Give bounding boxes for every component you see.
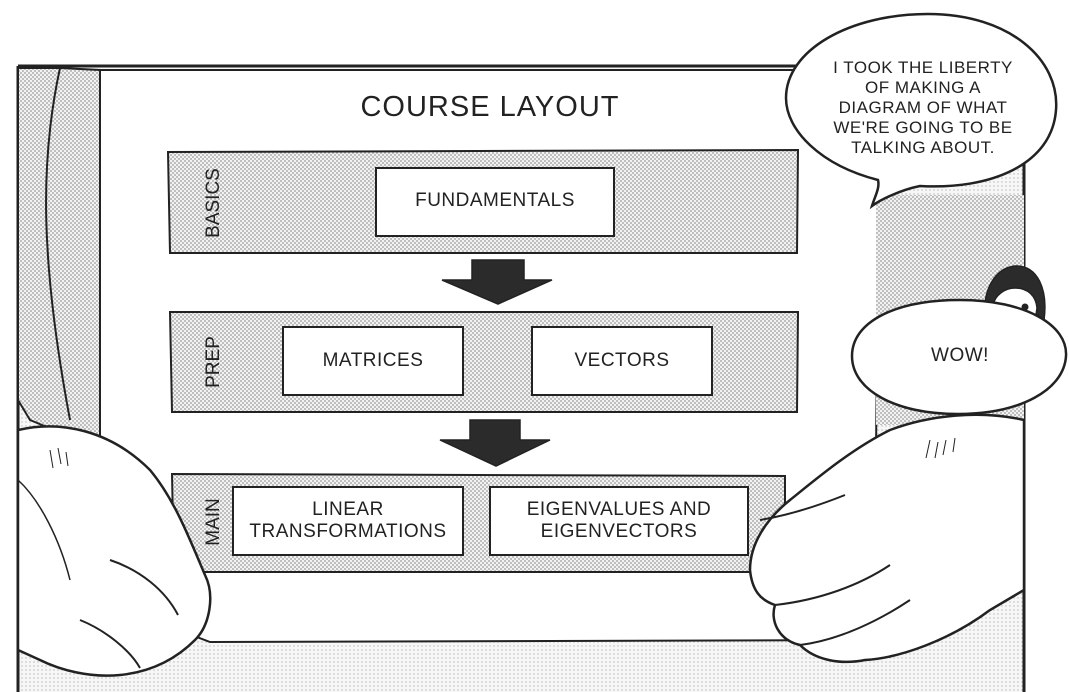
speech-bubble-2	[850, 298, 1068, 416]
box-label-matrices: MATRICES	[322, 350, 424, 371]
right-hand	[748, 413, 1026, 664]
speech-bubble-1-line-1: I TOOK THE LIBERTY	[833, 58, 1013, 77]
diagram-title: COURSE LAYOUT	[360, 91, 620, 123]
box-vectors	[531, 326, 713, 396]
speech-bubble-1-line-4: WE'RE GOING TO BE	[833, 118, 1013, 137]
section-label-prep: PREP	[203, 336, 224, 388]
section-label-main: MAIN	[203, 498, 224, 546]
box-label-linear-transformations: LINEAR TRANSFORMATIONS	[249, 499, 447, 542]
section-label-basics: BASICS	[203, 168, 224, 238]
section-band-basics	[166, 148, 800, 254]
box-linear-transformations	[232, 486, 464, 556]
section-band-prep	[168, 311, 800, 413]
speech-bubble-1-line-3: DIAGRAM OF WHAT	[838, 98, 1008, 117]
box-label-eigenvalues: EIGENVALUES AND EIGENVECTORS	[526, 499, 712, 542]
box-label-vectors: VECTORS	[574, 350, 670, 371]
left-hand	[16, 425, 212, 677]
box-fundamentals	[375, 167, 615, 237]
speech-bubble-1-line-2: OF MAKING A	[864, 78, 982, 97]
arrow-2	[439, 419, 551, 467]
box-eigenvalues	[489, 486, 749, 556]
speech-bubble-1	[784, 12, 1058, 210]
box-label-fundamentals: FUNDAMENTALS	[415, 190, 575, 211]
arrow-1	[441, 259, 553, 305]
speech-bubble-2-text: WOW!	[931, 345, 989, 366]
box-matrices	[282, 326, 464, 396]
speech-bubble-1-line-5: TALKING ABOUT.	[851, 138, 995, 157]
